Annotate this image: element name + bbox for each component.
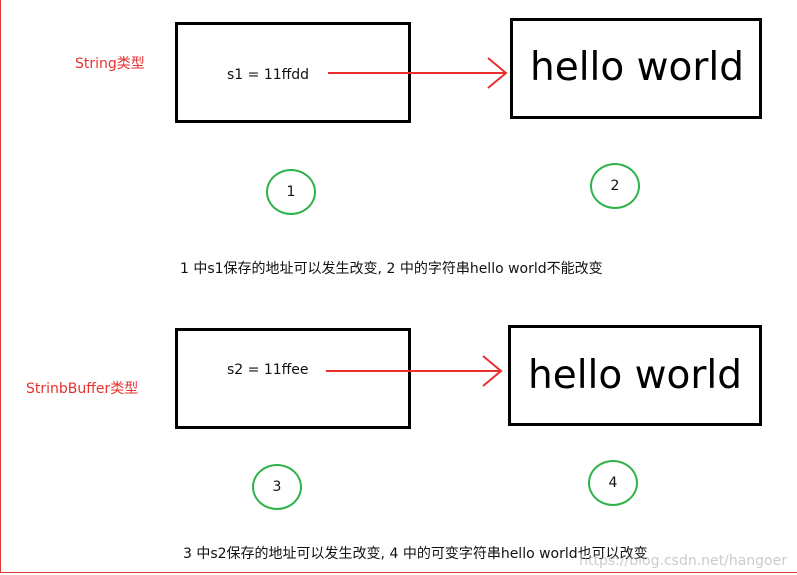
watermark: https://blog.csdn.net/hangoer — [579, 553, 787, 569]
arrow-1-head — [487, 57, 508, 89]
value-text-1: hello world — [530, 45, 745, 90]
value-box-2: hello world — [508, 325, 762, 426]
arrow-2-head — [482, 355, 503, 387]
marker-circle-3: 3 — [252, 464, 302, 510]
marker-number-1: 1 — [286, 184, 296, 200]
type-label-string: String类型 — [75, 56, 145, 72]
marker-circle-1: 1 — [266, 169, 316, 215]
description-1: 1 中s1保存的地址可以发生改变, 2 中的字符串hello world不能改变 — [180, 261, 603, 277]
arrow-2 — [326, 355, 503, 387]
variable-box-s1: s1 = 11ffdd — [175, 22, 411, 123]
marker-number-3: 3 — [272, 479, 282, 495]
variable-text-s2: s2 = 11ffee — [227, 362, 309, 378]
variable-text-s1: s1 = 11ffdd — [227, 67, 310, 83]
marker-circle-4: 4 — [588, 460, 638, 506]
type-label-stringbuffer: StrinbBuffer类型 — [26, 381, 139, 397]
description-2: 3 中s2保存的地址可以发生改变, 4 中的可变字符串hello world也可… — [183, 546, 648, 562]
value-text-2: hello world — [528, 353, 743, 398]
marker-number-2: 2 — [610, 178, 620, 194]
value-box-1: hello world — [510, 18, 762, 119]
marker-number-4: 4 — [608, 475, 618, 491]
variable-box-s2: s2 = 11ffee — [175, 328, 411, 429]
marker-circle-2: 2 — [590, 163, 640, 209]
arrow-1 — [328, 57, 508, 89]
